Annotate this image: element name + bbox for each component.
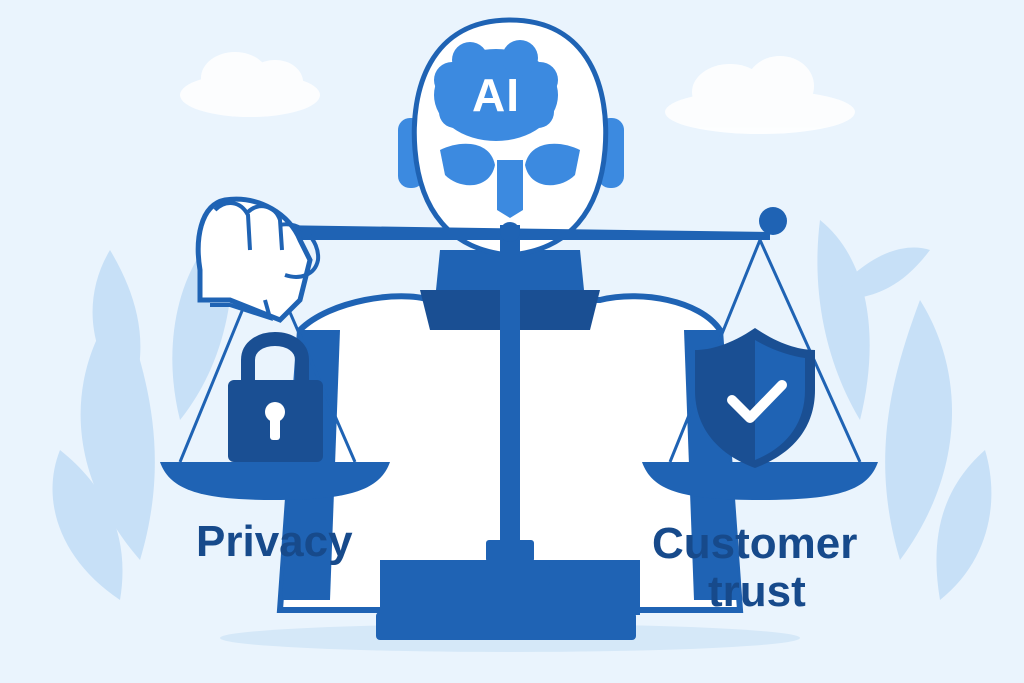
privacy-label: Privacy [196,517,353,566]
leaves-right-icon [817,220,992,600]
cloud-left-icon [180,52,320,117]
customer-trust-label-line1: Customer [652,519,858,568]
scale-beam [270,207,787,242]
customer-trust-label-line2: trust [708,567,806,616]
brain-ai-label: AI [472,69,520,121]
fist-icon [195,196,321,323]
scale-post [376,225,636,640]
shield-check-icon [695,328,815,468]
brain-icon [434,40,558,141]
lock-icon [228,332,323,462]
cloud-right-icon [665,56,855,134]
